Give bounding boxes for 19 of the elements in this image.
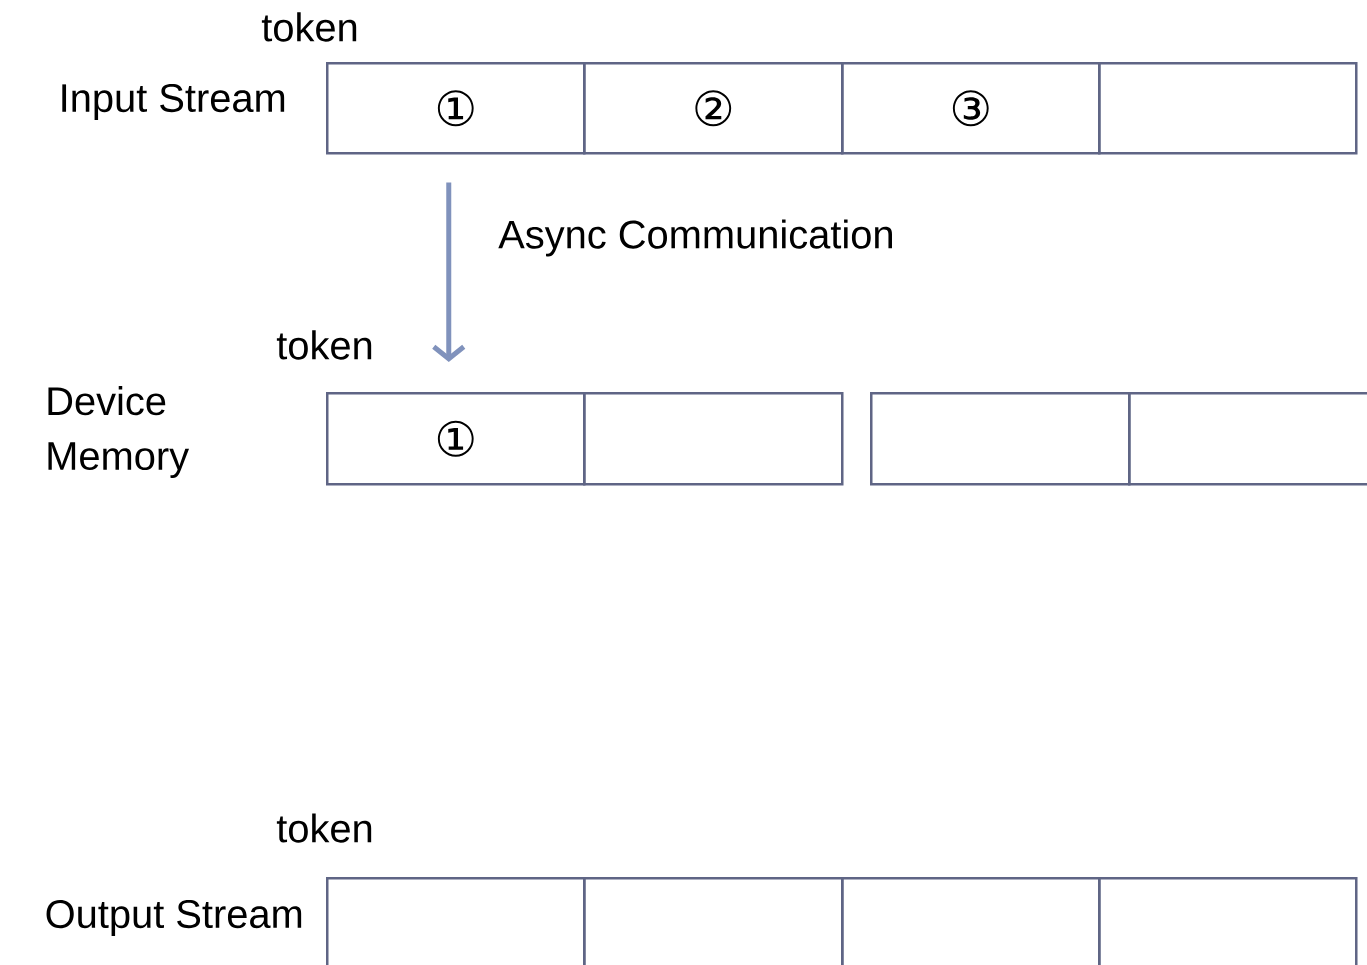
row-label: token xyxy=(261,12,357,42)
row-label: token xyxy=(276,330,372,360)
memory-cell xyxy=(583,877,844,965)
memory-cell: ① xyxy=(326,62,586,155)
memory-cell xyxy=(1098,62,1358,155)
memory-cell xyxy=(841,877,1101,965)
arrow xyxy=(432,182,466,362)
memory-cell xyxy=(1128,392,1367,486)
row-label: Input Stream xyxy=(62,83,285,121)
memory-cell xyxy=(870,392,1131,486)
row-label: Device Memory xyxy=(48,386,189,478)
memory-cell xyxy=(1098,877,1358,965)
memory-cell xyxy=(583,392,844,486)
memory-cell xyxy=(326,877,586,965)
memory-cell: ① xyxy=(326,392,586,486)
memory-cell: ③ xyxy=(841,62,1101,155)
row-label: token xyxy=(276,813,372,843)
memory-cell: ② xyxy=(583,62,844,155)
edge-label: Async Communication xyxy=(498,219,892,257)
